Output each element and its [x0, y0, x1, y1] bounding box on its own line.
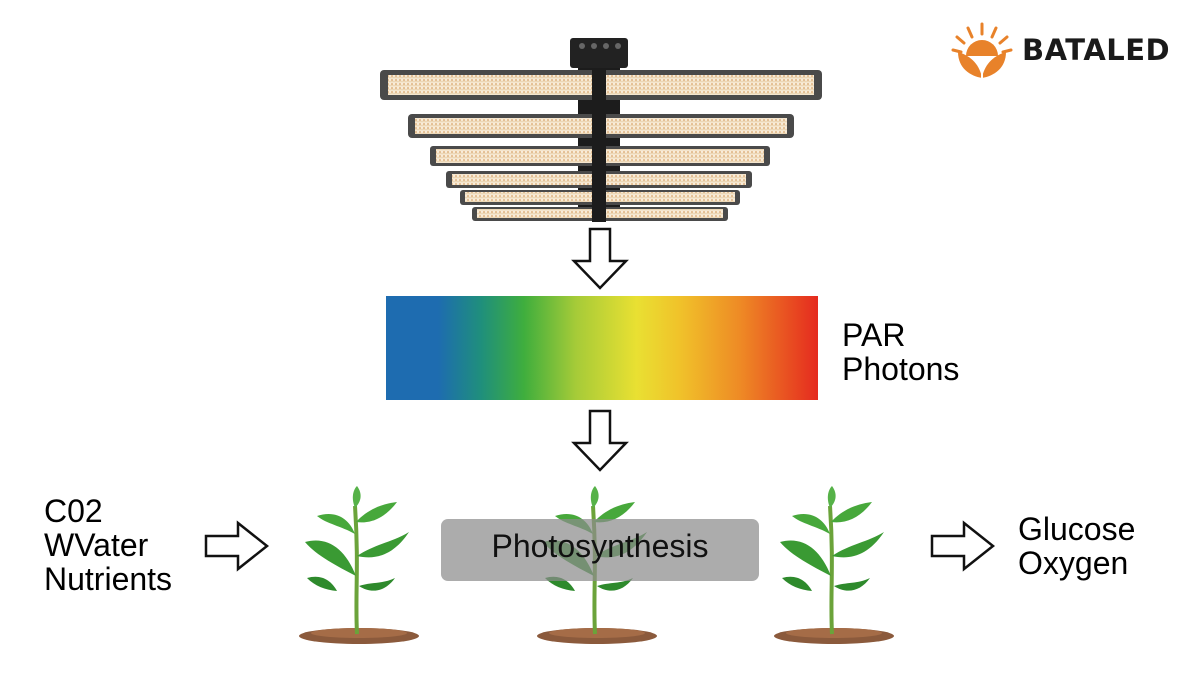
- hollow-arrow-icon: [571, 227, 629, 290]
- input-nutrients: Nutrients: [44, 561, 173, 597]
- output-oxygen: Oxygen: [1018, 545, 1129, 581]
- inputs-label: C02 WVater Nutrients: [44, 494, 172, 596]
- outputs-label: Glucose Oxygen: [1018, 512, 1135, 580]
- output-glucose: Glucose: [1018, 511, 1136, 547]
- led-grow-light-icon: [370, 30, 840, 230]
- hollow-arrow-icon: [930, 520, 996, 572]
- seedling-plant-icon: [299, 486, 419, 644]
- photosynthesis-label: Photosynthesis: [491, 528, 709, 564]
- photosynthesis-box: [441, 519, 759, 581]
- par-spectrum-bar: [386, 296, 818, 400]
- seedling-plant-icon: [774, 486, 894, 644]
- input-water: WVater: [44, 527, 149, 563]
- hollow-arrow-icon: [571, 409, 629, 472]
- input-co2: C02: [44, 493, 103, 529]
- hollow-arrow-icon: [204, 520, 270, 572]
- sun-leaf-logo-icon: [951, 22, 1013, 78]
- par-photons-label: PAR Photons: [842, 318, 959, 386]
- photons-label-line: Photons: [842, 351, 960, 387]
- brand-logo: BATALED: [950, 22, 1180, 82]
- brand-name: BATALED: [1022, 33, 1171, 67]
- par-label-line: PAR: [842, 317, 906, 353]
